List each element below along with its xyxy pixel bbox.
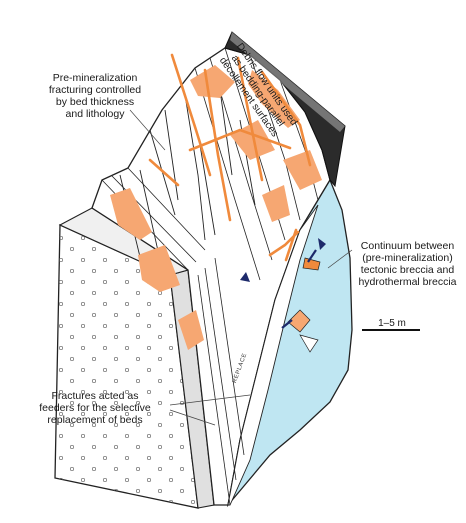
label-pre-mineralization-fracturing: Pre-mineralization fracturing controlled… [30, 72, 160, 120]
label-fracture-feeders: Fractures acted as feeders for the selec… [20, 390, 170, 426]
scale-label: 1–5 m [362, 318, 422, 329]
label-breccia-continuum: Continuum between (pre-mineralization) t… [350, 240, 465, 288]
